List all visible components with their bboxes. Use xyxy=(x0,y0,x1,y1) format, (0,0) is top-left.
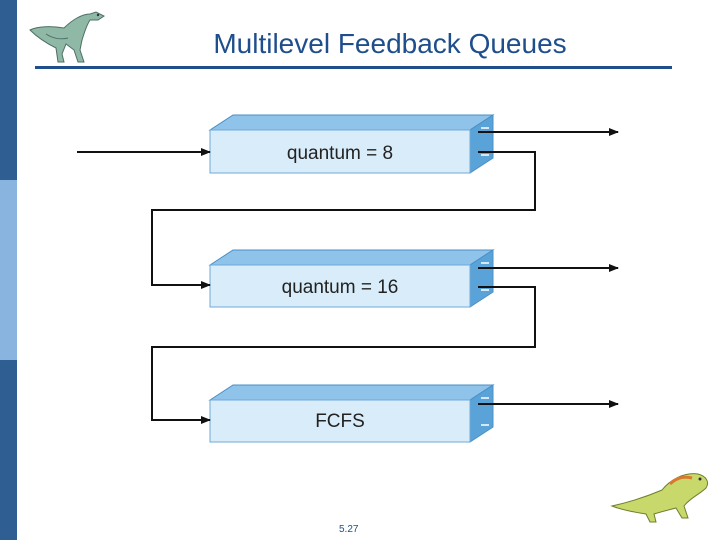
queue-level-1: quantum = 8 xyxy=(208,114,495,174)
lizard-mascot-icon xyxy=(610,473,709,523)
queue-1-front-face xyxy=(209,129,471,174)
queue-side-dashes xyxy=(481,127,489,426)
dinosaur-mascot-icon xyxy=(29,11,105,63)
page-number: 5.27 xyxy=(339,524,359,535)
demote-arrow-1 xyxy=(151,151,536,289)
queue-level-2: quantum = 16 xyxy=(208,249,495,308)
queue-2-top-face xyxy=(208,249,495,266)
title-divider xyxy=(35,66,672,69)
slide-title: Multilevel Feedback Queues xyxy=(213,28,567,59)
queue-3-label: FCFS xyxy=(315,411,365,432)
queue-2-label: quantum = 16 xyxy=(282,277,399,298)
queue-1-label: quantum = 8 xyxy=(287,143,393,164)
queue-level-3: FCFS xyxy=(208,384,495,443)
queue-3-top-face xyxy=(208,384,495,401)
queue-1-top-face xyxy=(208,114,495,131)
side-bar-bottom xyxy=(0,360,17,540)
side-bar-top xyxy=(0,0,17,180)
side-bar-middle xyxy=(0,180,17,360)
queue-2-front-face xyxy=(209,264,471,308)
demote-arrow-2 xyxy=(151,286,536,424)
queue-3-front-face xyxy=(209,399,471,443)
